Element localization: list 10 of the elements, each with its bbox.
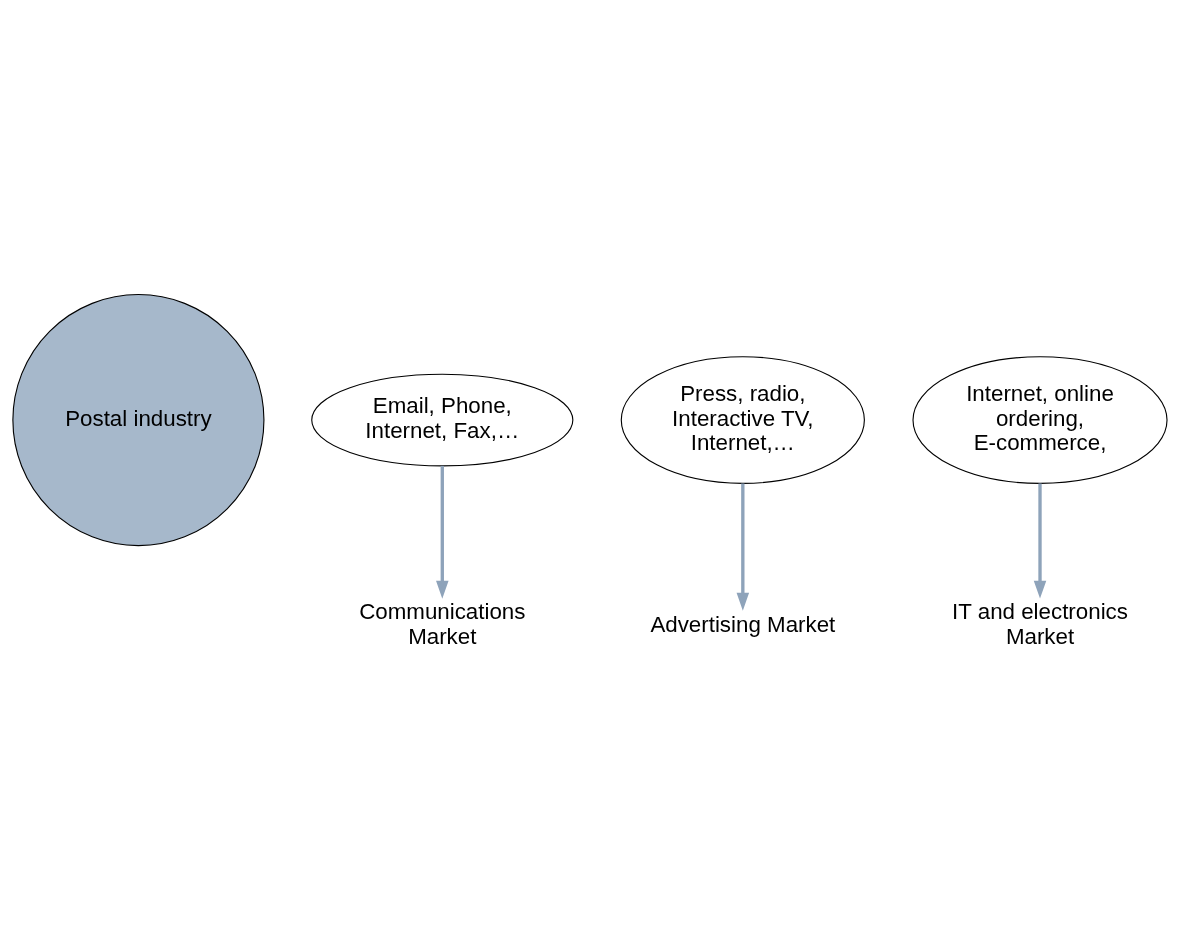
arrow bbox=[736, 482, 750, 611]
node-ellipse: Internet, online ordering, E-commerce, bbox=[912, 355, 1168, 484]
arrow bbox=[1033, 482, 1047, 599]
node-text: Advertising Market bbox=[650, 611, 836, 637]
node-ellipse: Press, radio, Interactive TV, Internet,… bbox=[620, 355, 865, 484]
node-ellipse: Email, Phone, Internet, Fax,… bbox=[311, 373, 574, 466]
arrow bbox=[436, 465, 449, 599]
node-circle: Postal industry bbox=[12, 293, 265, 546]
node-text: Communications Market bbox=[359, 598, 526, 649]
node-text: IT and electronics Market bbox=[952, 598, 1128, 649]
